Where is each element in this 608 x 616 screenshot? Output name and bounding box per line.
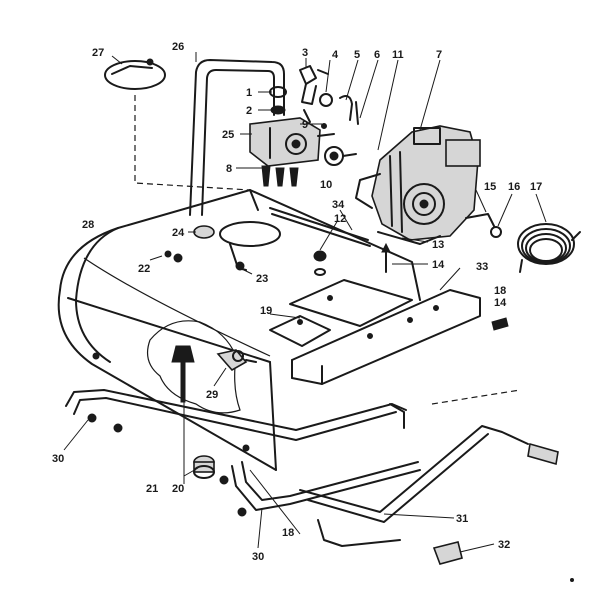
coiled-hose-part <box>517 223 581 273</box>
part-label-20: 20 <box>172 483 184 495</box>
check-valve-part <box>216 349 257 372</box>
part-label-17: 17 <box>530 181 542 193</box>
part-label-34: 34 <box>332 199 345 211</box>
part-label-21: 21 <box>146 483 158 495</box>
gauge-part <box>321 123 357 166</box>
nut-part <box>164 250 183 263</box>
port-part <box>193 221 281 271</box>
bolt-part <box>491 317 509 331</box>
cap-part <box>104 58 166 90</box>
part-label-7: 7 <box>436 49 442 61</box>
part-label-26: 26 <box>172 41 184 53</box>
part-label-4: 4 <box>332 49 339 61</box>
part-label-1: 1 <box>246 87 252 99</box>
part-label-3: 3 <box>302 47 308 59</box>
part-label-27: 27 <box>92 47 104 59</box>
part-label-25: 25 <box>222 129 234 141</box>
part-label-11: 11 <box>392 49 404 61</box>
part-label-23: 23 <box>256 273 268 285</box>
part-label-30a: 30 <box>52 453 64 465</box>
part-label-12: 12 <box>334 213 346 225</box>
part-label-15: 15 <box>484 181 496 193</box>
engine-plate-part <box>269 279 413 347</box>
part-label-5: 5 <box>354 49 360 61</box>
pressure-switch-part <box>249 109 335 167</box>
stray-mark <box>570 578 574 582</box>
part-label-10: 10 <box>320 179 332 191</box>
frame-leg-part <box>65 389 421 511</box>
part-label-28: 28 <box>82 219 94 231</box>
part-label-16: 16 <box>508 181 520 193</box>
part-label-14a: 14 <box>432 259 445 271</box>
handle-tube-part <box>189 59 285 216</box>
handle-grip-part <box>432 442 559 565</box>
part-label-8: 8 <box>226 163 232 175</box>
part-label-30b: 30 <box>252 551 264 563</box>
part-label-2: 2 <box>246 105 252 117</box>
fitting-part <box>299 65 359 125</box>
tank-cutaway <box>147 320 241 414</box>
part-label-18b: 18 <box>282 527 294 539</box>
part-label-33: 33 <box>476 261 488 273</box>
part-label-18a: 18 <box>494 285 506 297</box>
rubber-foot-part <box>193 455 215 479</box>
part-label-13: 13 <box>432 239 444 251</box>
part-label-9: 9 <box>302 119 308 131</box>
part-label-31: 31 <box>456 513 468 525</box>
washer-part <box>87 352 250 517</box>
mounting-bracket-part <box>291 289 481 385</box>
part-label-14b: 14 <box>494 297 507 309</box>
part-label-29: 29 <box>206 389 218 401</box>
leader-lines <box>63 52 547 553</box>
hose-fitting-part <box>465 213 502 238</box>
screw-part <box>261 165 299 187</box>
part-labels: 1 2 3 4 5 6 7 8 9 10 11 12 13 14 14 15 1… <box>52 41 542 563</box>
axle-rod-part <box>299 425 529 547</box>
part-label-24: 24 <box>172 227 185 239</box>
part-label-22: 22 <box>138 263 150 275</box>
part-label-19: 19 <box>260 305 272 317</box>
drain-fitting-part <box>313 250 327 276</box>
part-label-32: 32 <box>498 539 510 551</box>
engine-part <box>355 125 481 245</box>
part-label-6: 6 <box>374 49 380 61</box>
